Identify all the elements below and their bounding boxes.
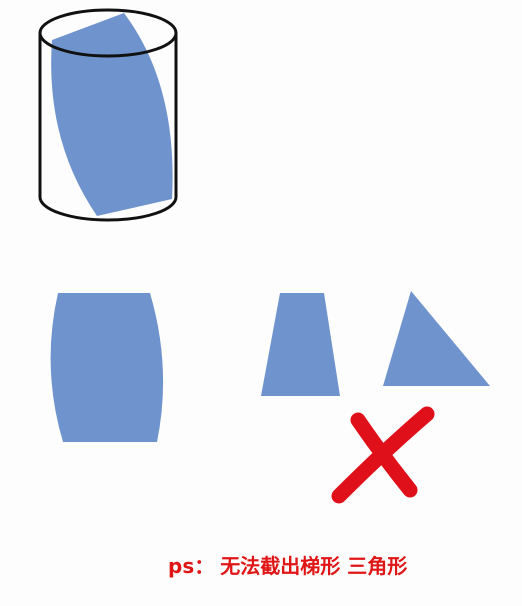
triangle-shape [383,291,490,386]
trapezoid-shape [261,293,340,396]
cylinder-cross-section [51,13,173,216]
cross-mark-icon [331,406,435,504]
caption-text: 无法截出梯形 三角形 [220,554,408,578]
caption-prefix: ps [168,554,195,578]
cylinder-figure [38,8,178,222]
caption-separator: ： [194,554,215,578]
curved-cross-section-shape [50,293,164,442]
cylinder-bottom-arc [38,196,178,222]
caption: ps：无法截出梯形 三角形 [168,556,407,576]
